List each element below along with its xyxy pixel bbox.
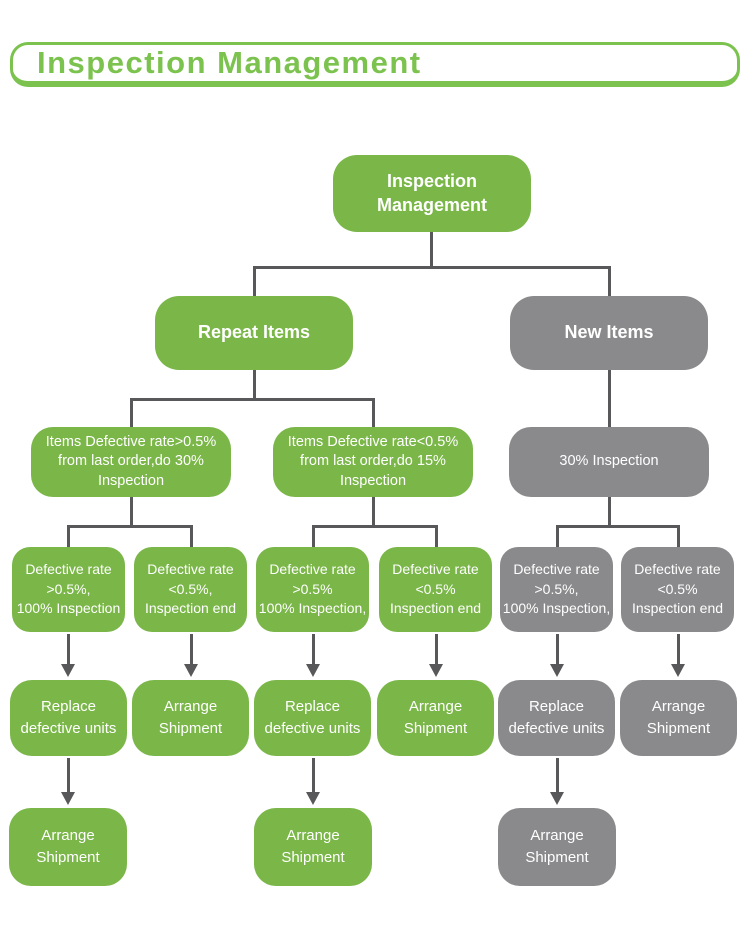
node-label: 30% Inspection [559,453,659,470]
node-new-items-30-inspection: 30% Inspection [509,427,709,497]
node-label: Defective rate <0.5%, Inspection end [144,561,237,617]
node-label: Defective rate <0.5% Inspection end [389,561,482,617]
node-defective-high-100-inspection-1: Defective rate >0.5%, 100% Inspection [12,547,125,632]
node-repeat-defective-rate-high: Items Defective rate>0.5% from last orde… [31,427,231,497]
connector-line [130,497,133,528]
arrow-down-icon [550,792,564,805]
connector-arrow-line [67,634,70,666]
node-label: Arrange Shipment [525,826,589,867]
node-label: Repeat Items [197,322,311,343]
node-label: Replace defective units [20,697,117,738]
connector-line [253,266,256,296]
connector-line [67,525,70,547]
node-replace-defective-units-1: Replace defective units [10,680,127,756]
node-label: Defective rate >0.5%, 100% Inspection [16,561,121,617]
node-defective-high-100-inspection-2: Defective rate >0.5% 100% Inspection, [256,547,369,632]
node-inspection-management-root: Inspection Management [333,155,531,232]
node-label: Arrange Shipment [403,697,468,738]
arrow-down-icon [306,792,320,805]
node-label: Arrange Shipment [646,697,711,738]
node-new-items: New Items [510,296,708,370]
node-label: Defective rate <0.5% Inspection end [631,561,724,617]
arrow-down-icon [61,792,75,805]
page-title: Inspection Management [37,45,422,80]
connector-line [608,497,611,528]
node-defective-high-100-inspection-3: Defective rate >0.5%, 100% Inspection, [500,547,613,632]
connector-line [372,497,375,528]
connector-line [556,525,559,547]
node-label: Items Defective rate<0.5% from last orde… [287,433,459,489]
connector-line [253,370,256,401]
arrow-down-icon [306,664,320,677]
node-final-arrange-shipment-2: Arrange Shipment [254,808,372,886]
page-header-banner: Inspection Management [10,42,740,87]
connector-line [677,525,680,547]
node-defective-low-inspection-end-2: Defective rate <0.5% Inspection end [379,547,492,632]
node-label: Inspection Management [376,171,488,215]
node-final-arrange-shipment-1: Arrange Shipment [9,808,127,886]
connector-arrow-line [190,634,193,666]
connector-line [67,525,193,528]
node-repeat-defective-rate-low: Items Defective rate<0.5% from last orde… [273,427,473,497]
node-label: Replace defective units [508,697,605,738]
connector-arrow-line [67,758,70,794]
connector-line [372,398,375,427]
node-repeat-items: Repeat Items [155,296,353,370]
node-arrange-shipment-1: Arrange Shipment [132,680,249,756]
connector-arrow-line [435,634,438,666]
node-arrange-shipment-2: Arrange Shipment [377,680,494,756]
arrow-down-icon [184,664,198,677]
connector-line [435,525,438,547]
arrow-down-icon [671,664,685,677]
connector-arrow-line [677,634,680,666]
node-replace-defective-units-2: Replace defective units [254,680,371,756]
node-label: New Items [564,322,654,343]
node-defective-low-inspection-end-1: Defective rate <0.5%, Inspection end [134,547,247,632]
node-arrange-shipment-3: Arrange Shipment [620,680,737,756]
node-label: Defective rate >0.5% 100% Inspection, [258,561,367,617]
connector-line [608,266,611,296]
node-replace-defective-units-3: Replace defective units [498,680,615,756]
node-label: Arrange Shipment [36,826,100,867]
node-label: Arrange Shipment [281,826,345,867]
connector-line [430,232,433,269]
arrow-down-icon [550,664,564,677]
connector-line [556,525,680,528]
connector-line [130,398,133,427]
connector-line [130,398,375,401]
arrow-down-icon [61,664,75,677]
connector-line [312,525,315,547]
connector-line [190,525,193,547]
node-defective-low-inspection-end-3: Defective rate <0.5% Inspection end [621,547,734,632]
arrow-down-icon [429,664,443,677]
node-label: Items Defective rate>0.5% from last orde… [45,433,217,489]
connector-line [253,266,611,269]
connector-line [312,525,438,528]
connector-line [608,370,611,427]
connector-arrow-line [556,634,559,666]
connector-arrow-line [556,758,559,794]
node-label: Defective rate >0.5%, 100% Inspection, [502,561,611,617]
node-label: Replace defective units [264,697,361,738]
connector-arrow-line [312,634,315,666]
node-final-arrange-shipment-3: Arrange Shipment [498,808,616,886]
connector-arrow-line [312,758,315,794]
node-label: Arrange Shipment [158,697,223,738]
